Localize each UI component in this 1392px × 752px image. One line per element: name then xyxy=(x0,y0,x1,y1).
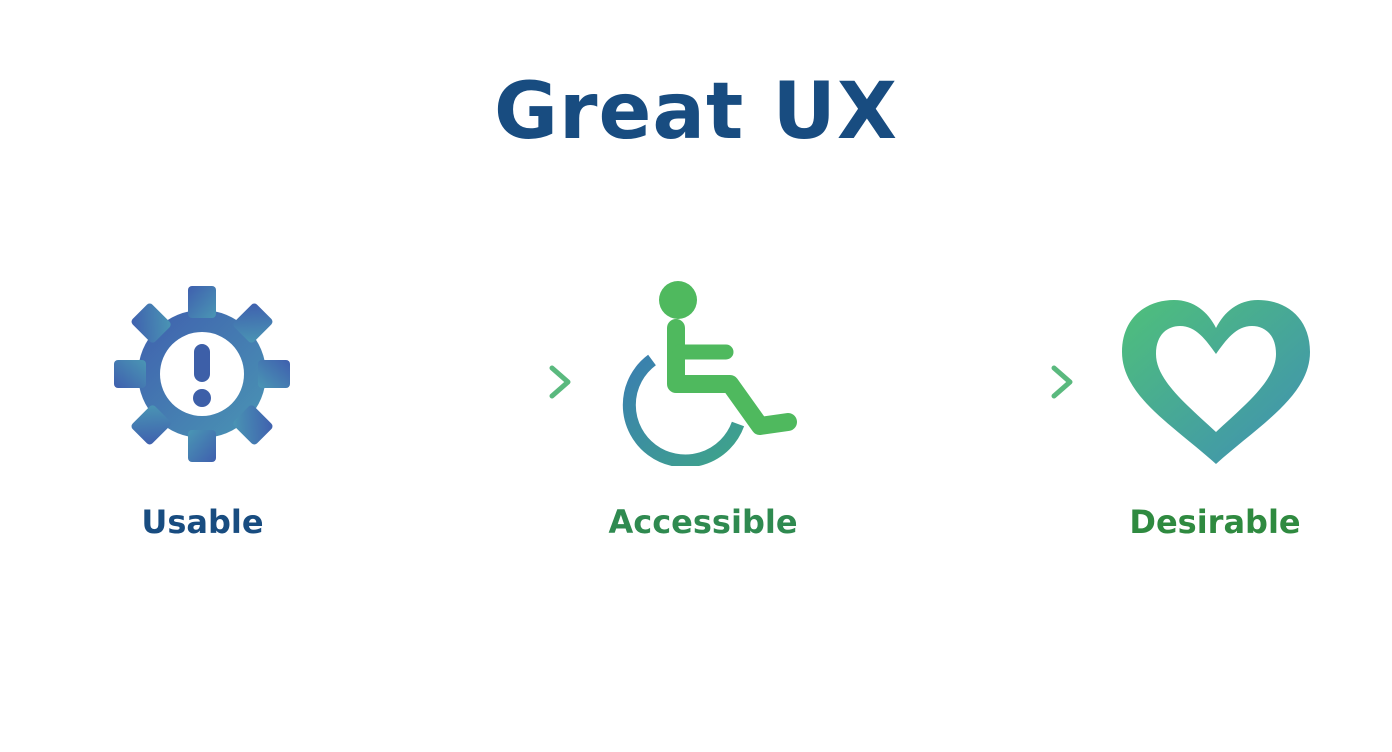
arrow-accessible-to-desirable xyxy=(829,365,1073,399)
gear-exclamation-icon xyxy=(114,286,290,462)
page-title: Great UX xyxy=(494,67,898,157)
step-label-usable: Usable xyxy=(141,503,264,541)
step-label-accessible: Accessible xyxy=(608,503,798,541)
heart-icon xyxy=(1122,300,1310,464)
arrow-usable-to-accessible xyxy=(335,365,571,399)
wheelchair-icon xyxy=(622,281,797,466)
step-label-desirable: Desirable xyxy=(1129,503,1301,541)
